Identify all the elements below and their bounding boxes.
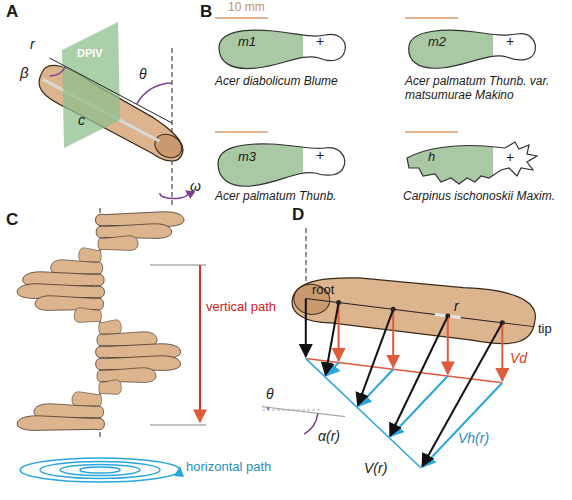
panel-d-art — [262, 228, 538, 468]
specimen-label: m2 — [428, 35, 446, 50]
species-name: Acer diabolicum Blume — [215, 75, 385, 89]
variable-label: c — [78, 112, 85, 128]
mass-center-mark: + — [506, 33, 514, 49]
mass-center-mark: + — [316, 147, 324, 163]
mass-center-mark: + — [506, 149, 514, 165]
angle-symbol: ω — [190, 178, 201, 194]
velocity-label: V(r) — [364, 460, 387, 476]
velocity-label: Vd — [510, 350, 527, 366]
species-name: Carpinus ischonoskii Maxim. — [403, 190, 568, 204]
specimen-label: m3 — [238, 150, 256, 165]
path-label: vertical path — [206, 300, 276, 315]
panel-a-art — [32, 22, 192, 205]
panel-letter: D — [292, 205, 304, 225]
panel-c-art — [17, 208, 206, 482]
angle-symbol: α(r) — [318, 428, 340, 444]
panel-letter: A — [6, 2, 18, 22]
angle-symbol: θ — [266, 386, 274, 402]
species-name: Acer palmatum Thunb. var. matsumurae Mak… — [405, 75, 565, 103]
velocity-label: Vh(r) — [458, 430, 489, 446]
specimen-label: h — [428, 150, 435, 165]
variable-label: r — [454, 298, 459, 314]
species-name: Acer palmatum Thunb. — [215, 190, 385, 204]
path-label: horizontal path — [186, 460, 271, 475]
part-label: root — [312, 283, 334, 298]
variable-label: r — [30, 36, 35, 52]
panel-letter: B — [200, 2, 212, 22]
scale-label: 10 mm — [228, 1, 265, 15]
specimen-label: m1 — [238, 35, 256, 50]
plane-label: DPIV — [77, 47, 103, 60]
angle-symbol: β — [20, 64, 29, 81]
angle-symbol: θ — [139, 66, 147, 82]
part-label: tip — [538, 322, 552, 337]
mass-center-mark: + — [316, 33, 324, 49]
panel-letter: C — [6, 210, 18, 230]
panel-b-art — [215, 18, 537, 186]
